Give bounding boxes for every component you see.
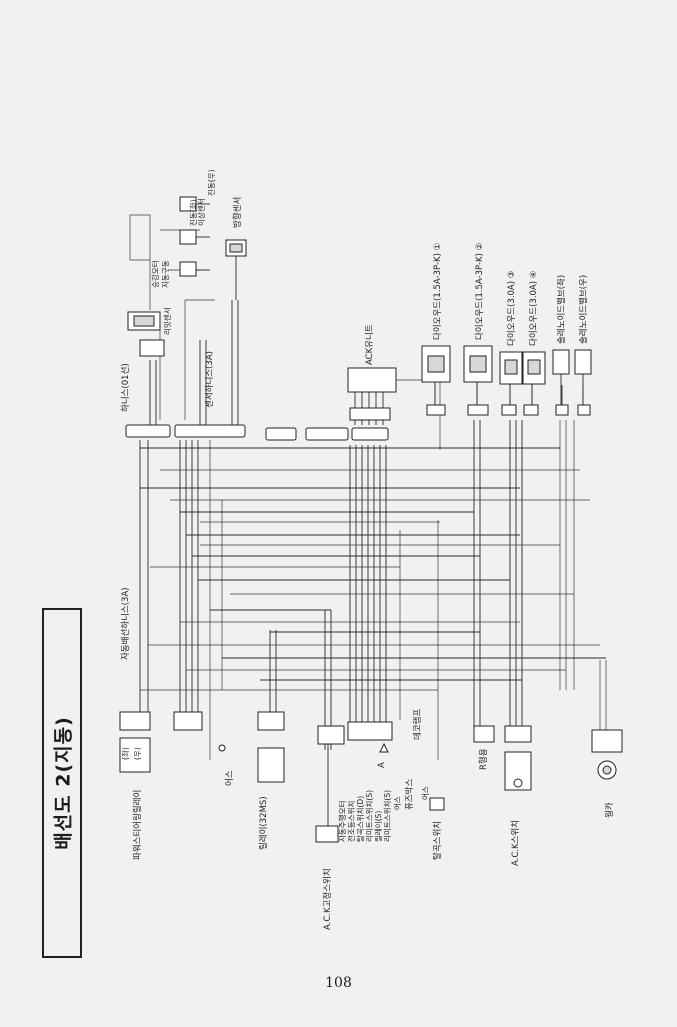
solenoid-valve-left (552, 349, 570, 375)
switch-group-item: 자동주행모터 (337, 801, 347, 842)
wire-earth-label: 어스 (420, 786, 430, 800)
ack-unit-label: ACK유니트 (364, 324, 375, 365)
main-harness-label: 자동배선하니스(3A) (120, 587, 131, 660)
marker-a-arrow (379, 742, 389, 753)
power-steering-relay (119, 737, 151, 773)
earth-switch[interactable] (429, 797, 445, 811)
harness-01-label: 하니스(01선) (120, 363, 131, 412)
ack-fixed-switch[interactable] (315, 825, 339, 843)
switch-group-item: 릴레이(S) (373, 811, 383, 842)
motor-connector (179, 261, 197, 277)
solenoid-right-label: 솔레노이드밸브(우) (578, 275, 589, 344)
connector (523, 404, 539, 416)
buzzer-connector (591, 729, 623, 753)
lamp-label: 데코램프 (412, 709, 423, 740)
connector (257, 711, 285, 731)
page-title: 배선도 2(지동) (52, 716, 75, 850)
travel-right-label: 진동(우) (206, 169, 216, 196)
sensor-block: 하니스(01선) 센서하니스(3A) 리밋센서 승강모터 지동구동 이상센서 진… (120, 169, 247, 412)
connector (504, 725, 532, 743)
ack-switch-label: A.C.K스위치 (511, 820, 521, 866)
switch-group-item: 탈곡스위치(D) (356, 796, 365, 842)
connector (173, 711, 203, 731)
connector (577, 404, 591, 416)
r-socket (473, 725, 495, 743)
sensor-harness-label: 센서하니스(3A) (204, 351, 215, 408)
buzzer-label: 웡카 (604, 802, 615, 818)
earth-terminal (218, 744, 226, 752)
diode-3-label: 다이오우드(3.0A) ③ (506, 271, 517, 346)
diagram-title-box: 배선도 2(지동) (42, 608, 82, 958)
lower-components: 자동배선하니스(3A) (좌) (우) 파워스티어링릴레이 어스 릴레이(32M… (119, 587, 623, 930)
relay-left-label: (좌) (121, 747, 130, 760)
fuse-box-label: 퓨즈박스 (404, 779, 415, 810)
connector (125, 424, 171, 438)
connector (467, 404, 489, 416)
marker-a-label: A (377, 762, 387, 768)
connector (174, 424, 246, 438)
power-steering-relay-connector (119, 711, 151, 731)
motor-lower-label: 지동구동 (161, 260, 170, 288)
connector (317, 725, 345, 745)
solenoid-valve-right (574, 349, 592, 375)
relay-32ms (257, 747, 285, 783)
pos-sensor-label: 이상센서 (196, 198, 206, 226)
connector (265, 427, 297, 441)
connector (351, 427, 389, 441)
power-steering-relay-label: 파워스티어링릴레이 (132, 790, 143, 860)
ack-fixed-switch-label: A.C.K고정스위치 (322, 868, 333, 930)
relay-right-label: (우) (133, 747, 142, 760)
wire-bundle (129, 214, 607, 760)
direction-sensor-label: 방향센서 (232, 197, 243, 228)
earth-switch-label: 탈곡스위치 (433, 821, 443, 860)
upper-connector-row (125, 404, 591, 441)
diode-block: 다이오우드(1.5A-3P-K) ① 다이오우드(1.5A-3P-K) ② 다이… (421, 243, 592, 405)
switch-group-item: 리미트스위치(S) (365, 790, 374, 842)
limit-sensor-label: 리밋센서 (162, 307, 172, 335)
switch-group-item: 리미트스위치(S) (383, 790, 392, 842)
diode-4-label: 다이오우드(3.0A) ④ (528, 271, 539, 346)
diode-1-label: 다이오우드(1.5A-3P-K) ① (432, 243, 443, 340)
diode-1 (421, 345, 451, 383)
connector (501, 404, 517, 416)
switch-group-item: 어스 (392, 796, 402, 810)
connector (139, 339, 165, 357)
solenoid-left-label: 솔레노이드밸브(좌) (556, 275, 567, 344)
earth-1-label: 어스 (224, 770, 235, 786)
connector (349, 407, 391, 421)
diode-2-label: 다이오우드(1.5A-3P-K) ② (474, 243, 485, 340)
connector (305, 427, 349, 441)
travel-left-label: 진동(좌) (188, 199, 198, 226)
page-number: 108 (325, 975, 352, 991)
switch-group-connector (347, 721, 393, 741)
motor-upper-label: 승강모터 (150, 260, 160, 288)
travel-left-connector (179, 229, 197, 245)
r-socket-label: R형용 (479, 748, 489, 770)
switch-group-item: 전조등스위치 (346, 801, 356, 842)
connector (426, 404, 446, 416)
connector (555, 404, 569, 416)
relay-32ms-label: 릴레이(32MS) (258, 796, 269, 850)
ack-unit: ACK유니트 (347, 324, 397, 393)
